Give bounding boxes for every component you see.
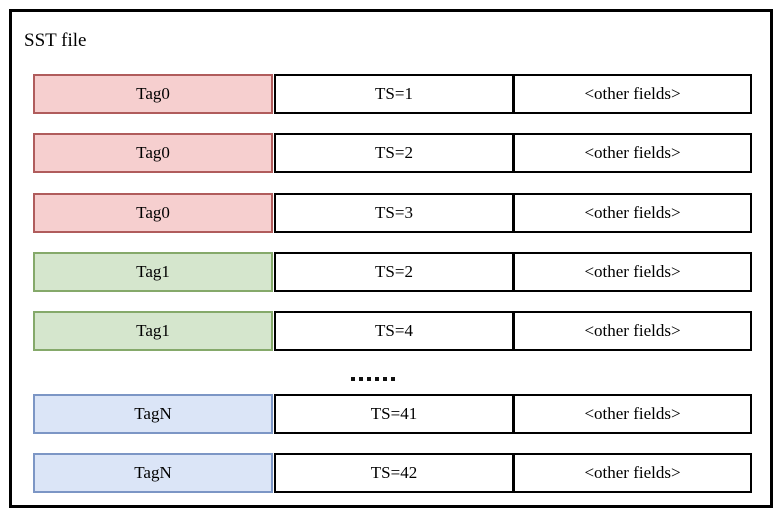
record-row: TagN TS=41 <other fields> bbox=[33, 394, 752, 434]
tag-cell: Tag0 bbox=[33, 133, 273, 173]
tag-cell: Tag0 bbox=[33, 193, 273, 233]
tag-cell: TagN bbox=[33, 394, 273, 434]
other-fields-cell: <other fields> bbox=[513, 193, 752, 233]
tag-cell: Tag1 bbox=[33, 252, 273, 292]
other-fields-cell: <other fields> bbox=[513, 311, 752, 351]
other-fields-cell: <other fields> bbox=[513, 133, 752, 173]
ellipsis-separator: ...... bbox=[253, 364, 493, 394]
timestamp-cell: TS=41 bbox=[274, 394, 514, 434]
record-row: Tag0 TS=2 <other fields> bbox=[33, 133, 752, 173]
sst-file-title: SST file bbox=[24, 30, 87, 51]
timestamp-cell: TS=4 bbox=[274, 311, 514, 351]
other-fields-cell: <other fields> bbox=[513, 252, 752, 292]
other-fields-cell: <other fields> bbox=[513, 394, 752, 434]
timestamp-cell: TS=3 bbox=[274, 193, 514, 233]
record-row: Tag0 TS=1 <other fields> bbox=[33, 74, 752, 114]
other-fields-cell: <other fields> bbox=[513, 74, 752, 114]
tag-cell: Tag0 bbox=[33, 74, 273, 114]
tag-cell: Tag1 bbox=[33, 311, 273, 351]
timestamp-cell: TS=1 bbox=[274, 74, 514, 114]
timestamp-cell: TS=2 bbox=[274, 252, 514, 292]
ellipsis-icon bbox=[351, 377, 395, 381]
record-row: TagN TS=42 <other fields> bbox=[33, 453, 752, 493]
other-fields-cell: <other fields> bbox=[513, 453, 752, 493]
tag-cell: TagN bbox=[33, 453, 273, 493]
record-row: Tag1 TS=2 <other fields> bbox=[33, 252, 752, 292]
sst-file-container: SST file Tag0 TS=1 <other fields> Tag0 T… bbox=[9, 9, 773, 508]
record-row: Tag0 TS=3 <other fields> bbox=[33, 193, 752, 233]
record-row: Tag1 TS=4 <other fields> bbox=[33, 311, 752, 351]
timestamp-cell: TS=2 bbox=[274, 133, 514, 173]
timestamp-cell: TS=42 bbox=[274, 453, 514, 493]
